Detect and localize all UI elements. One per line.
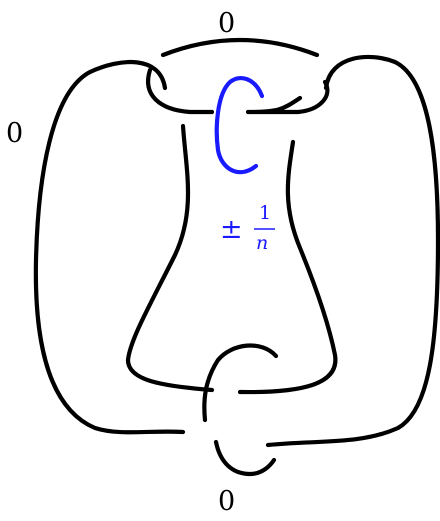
surgery-curve <box>214 76 265 175</box>
left-outer-loop <box>33 59 186 435</box>
surgery-sign: ± <box>220 214 243 245</box>
right-loop-upper-hook <box>245 79 330 115</box>
surgery-numerator: 1 <box>259 202 271 224</box>
bottom-circle-arc-upper <box>202 343 279 423</box>
right-outer-loop <box>265 54 440 448</box>
bottom-framing-label: 0 <box>218 486 235 517</box>
top-arc-component <box>160 37 320 58</box>
vase-right-side <box>237 139 338 395</box>
top-framing-label: 0 <box>218 8 235 39</box>
left-loop-upper-hook <box>146 67 215 115</box>
left-framing-label: 0 <box>6 118 23 149</box>
surgery-denominator: n <box>256 232 268 254</box>
vase-left-side <box>125 123 215 393</box>
bottom-circle-arc-lower <box>213 439 277 477</box>
